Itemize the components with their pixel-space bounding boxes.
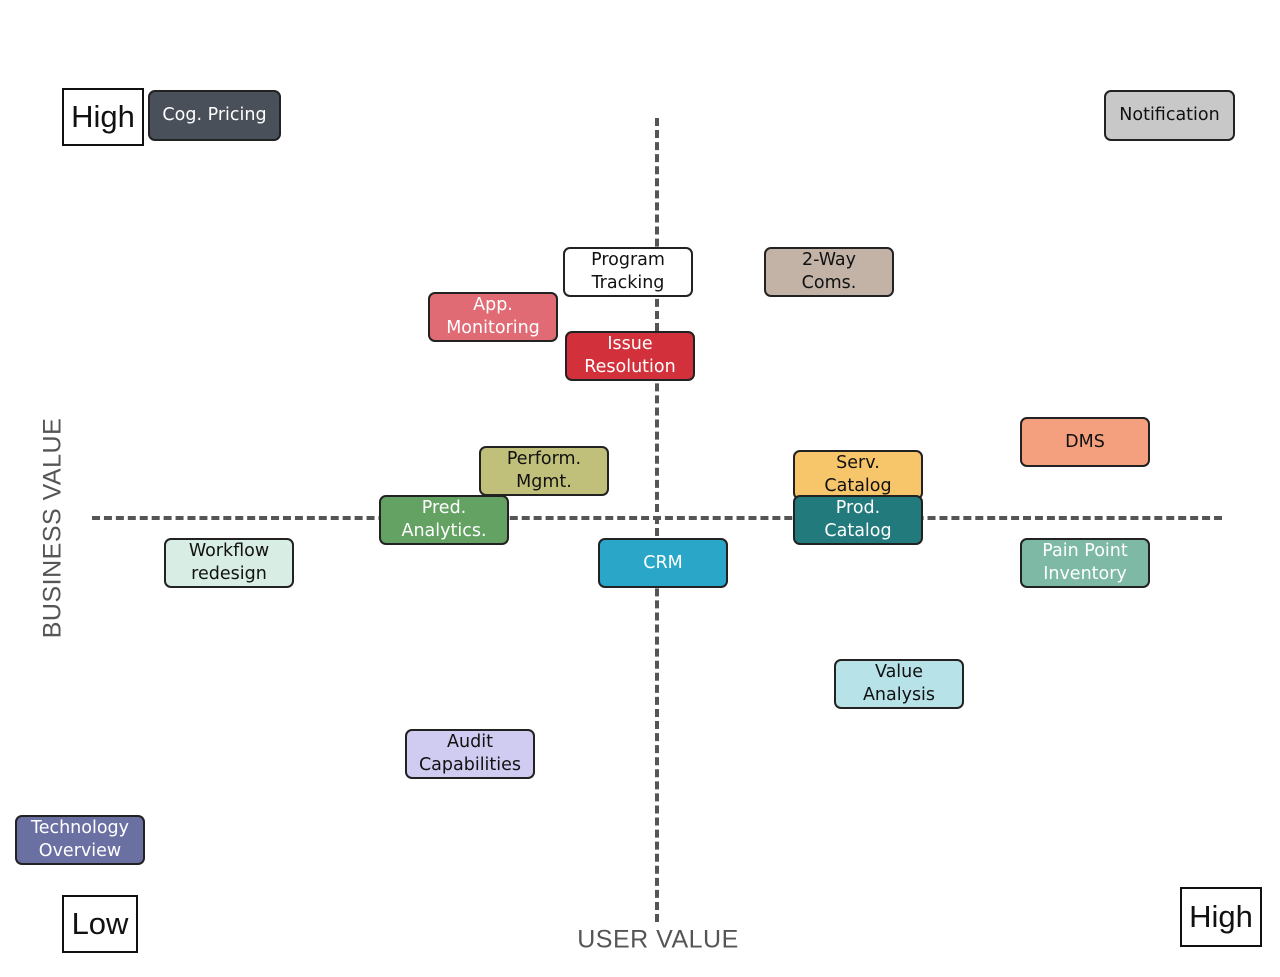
y-axis-title: BUSINESS VALUE (38, 417, 67, 639)
node-crm: CRM (598, 538, 728, 588)
node-technology-overview: Technology Overview (15, 815, 145, 865)
node-workflow-redesign: Workflow redesign (164, 538, 294, 588)
y-axis-high-label: High (62, 88, 144, 146)
node-two-way-coms: 2-Way Coms. (764, 247, 894, 297)
node-app-monitoring: App. Monitoring (428, 292, 558, 342)
vertical-axis-line (655, 118, 659, 922)
node-prod-catalog: Prod. Catalog (793, 495, 923, 545)
x-axis-high-label: High (1180, 887, 1262, 947)
node-serv-catalog: Serv. Catalog (793, 450, 923, 500)
node-issue-resolution: Issue Resolution (565, 331, 695, 381)
node-pain-point-inventory: Pain Point Inventory (1020, 538, 1150, 588)
node-program-tracking: Program Tracking (563, 247, 693, 297)
node-value-analysis: Value Analysis (834, 659, 964, 709)
node-pred-analytics: Pred. Analytics. (379, 495, 509, 545)
x-axis-title: USER VALUE (577, 925, 739, 954)
node-notification: Notification (1104, 90, 1235, 141)
node-perform-mgmt: Perform. Mgmt. (479, 446, 609, 496)
node-audit-capabilities: Audit Capabilities (405, 729, 535, 779)
horizontal-axis-line (92, 516, 1222, 520)
node-dms: DMS (1020, 417, 1150, 467)
node-cog-pricing: Cog. Pricing (148, 90, 281, 141)
axis-low-label: Low (62, 895, 138, 953)
